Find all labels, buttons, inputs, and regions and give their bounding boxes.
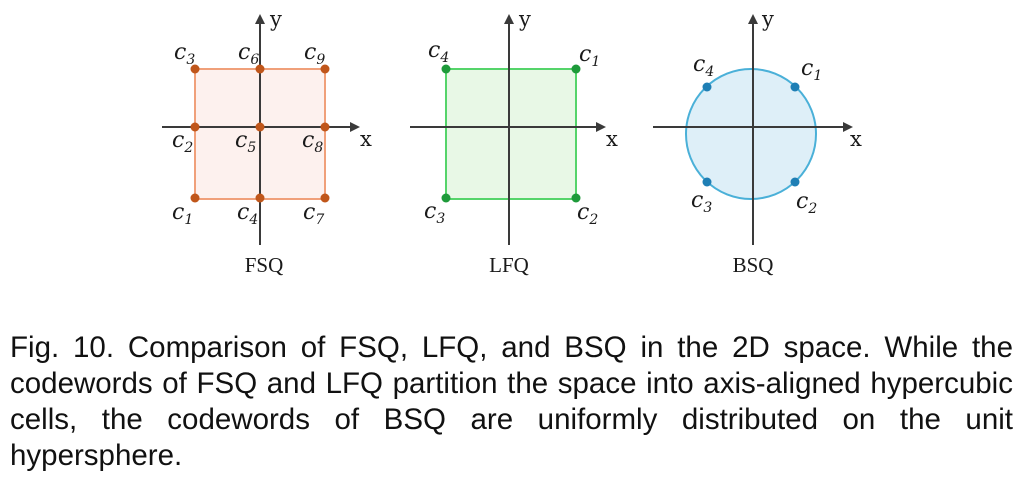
fsq-label-c1: c1 <box>172 200 193 228</box>
fsq-label-c4: c4 <box>237 200 258 228</box>
lfq-point-c3 <box>441 193 451 203</box>
lfq-label-c3: c3 <box>424 199 445 227</box>
lfq-point-c4 <box>441 64 451 74</box>
quantization-diagram: x y c1 c2 c3 c4 c5 c6 c7 c8 c9 FSQ x y <box>162 7 862 277</box>
lfq-label-c2: c2 <box>577 200 598 228</box>
bsq-title: BSQ <box>733 253 774 277</box>
bsq-label-c1: c1 <box>801 56 822 84</box>
bsq-point-c2 <box>790 177 800 187</box>
fsq-title: FSQ <box>245 253 284 277</box>
lfq-label-c1: c1 <box>579 42 600 70</box>
bsq-label-c4: c4 <box>693 52 714 80</box>
bsq-x-label: x <box>850 127 862 151</box>
fsq-label-c9: c9 <box>304 40 325 68</box>
fsq-point-c5 <box>255 122 265 132</box>
fsq-label-c7: c7 <box>303 200 324 228</box>
bsq-circle <box>685 68 817 200</box>
lfq-x-label: x <box>606 127 618 151</box>
bsq-point-c3 <box>702 177 712 187</box>
lfq-square <box>445 68 577 200</box>
fsq-y-label: y <box>269 7 282 31</box>
fsq-label-c8: c8 <box>302 128 323 156</box>
fsq-point-c7 <box>320 193 330 203</box>
bsq-label-c3: c3 <box>691 188 712 216</box>
fsq-label-c6: c6 <box>238 40 259 68</box>
fsq-panel: x y c1 c2 c3 c4 c5 c6 c7 c8 c9 FSQ <box>162 7 372 277</box>
bsq-x-arrow <box>843 122 853 132</box>
fsq-point-c4 <box>255 193 265 203</box>
lfq-y-label: y <box>518 7 531 31</box>
lfq-title: LFQ <box>489 253 529 277</box>
lfq-point-c1 <box>571 64 581 74</box>
bsq-label-c2: c2 <box>796 189 817 217</box>
lfq-panel: x y c1 c2 c3 c4 LFQ <box>410 7 618 277</box>
fsq-point-c6 <box>255 64 265 74</box>
lfq-label-c4: c4 <box>428 38 449 66</box>
fsq-point-c8 <box>320 122 330 132</box>
lfq-point-c2 <box>571 193 581 203</box>
bsq-y-arrow <box>748 14 758 24</box>
fsq-x-label: x <box>360 127 372 151</box>
bsq-panel: x y c1 c2 c3 c4 BSQ <box>653 7 862 277</box>
lfq-y-arrow <box>504 14 514 24</box>
fsq-point-c1 <box>190 193 200 203</box>
fsq-label-c3: c3 <box>174 40 195 68</box>
fsq-label-c2: c2 <box>172 128 193 156</box>
fsq-point-c2 <box>190 122 200 132</box>
bsq-point-c4 <box>702 82 712 92</box>
figure-caption: Fig. 10. Comparison of FSQ, LFQ, and BSQ… <box>10 331 1013 472</box>
lfq-x-arrow <box>596 122 606 132</box>
fsq-label-c5: c5 <box>235 128 256 156</box>
fsq-y-arrow <box>255 14 265 24</box>
fsq-point-c3 <box>190 64 200 74</box>
fsq-x-arrow <box>350 122 360 132</box>
bsq-point-c1 <box>790 82 800 92</box>
bsq-y-label: y <box>761 7 774 31</box>
fsq-point-c9 <box>320 64 330 74</box>
